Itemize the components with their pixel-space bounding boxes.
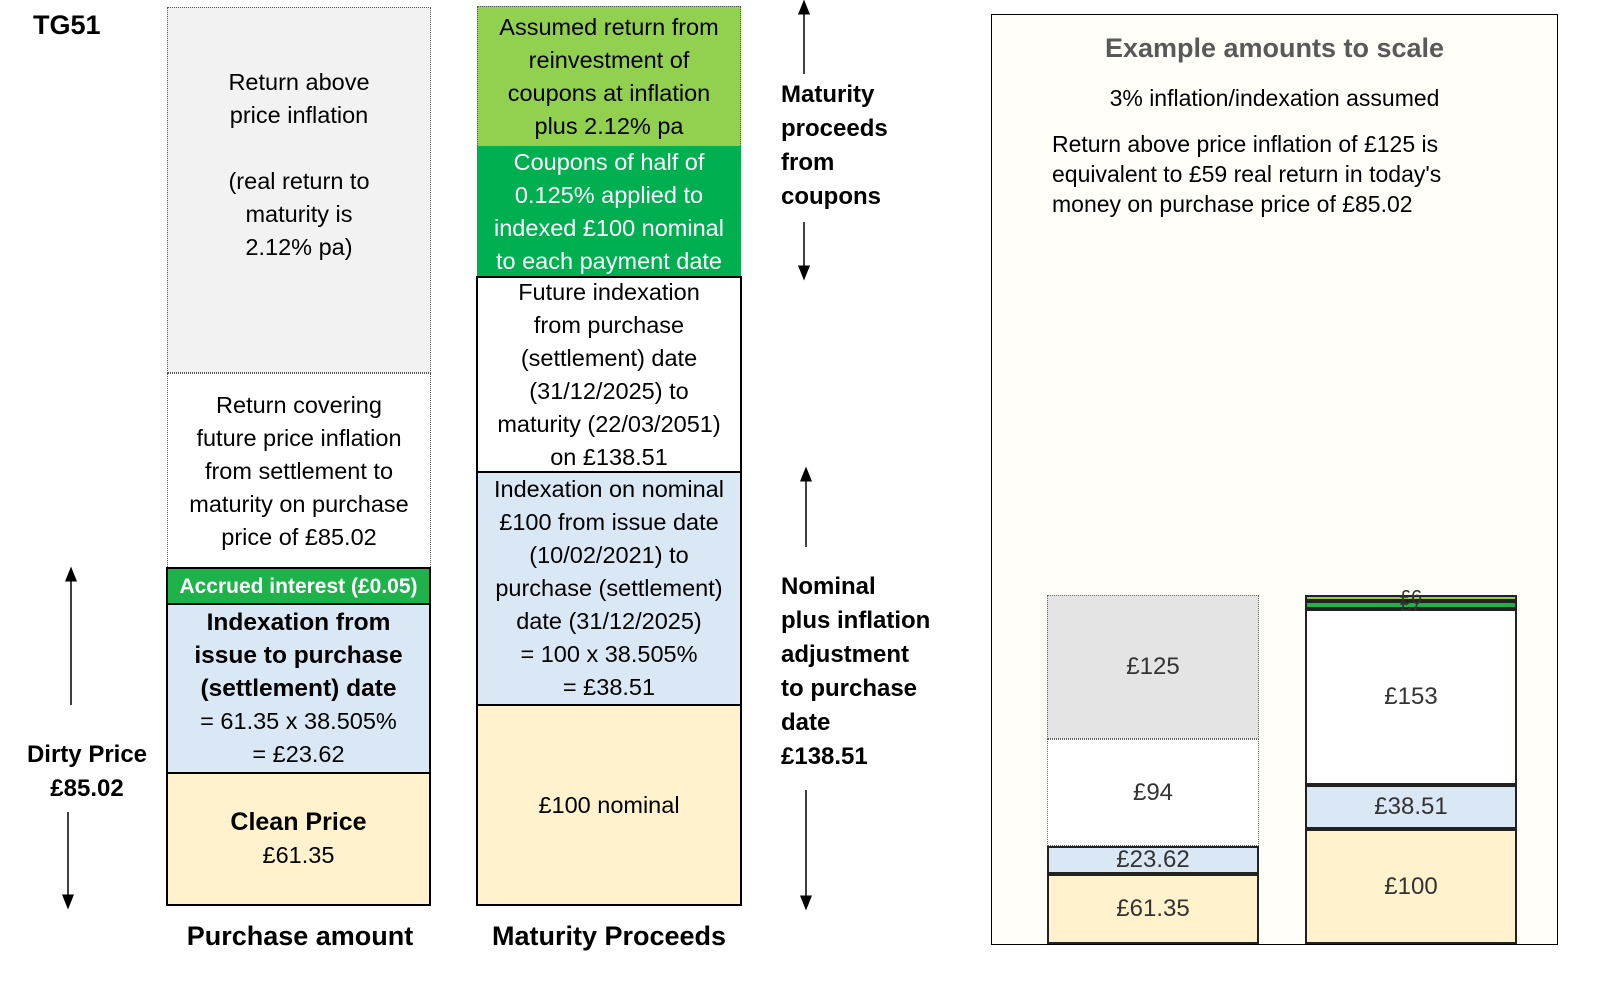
reinvestment-block: Assumed return from reinvestment of coup… [477, 6, 741, 146]
future-inflation-block: Return covering future price inflation f… [167, 373, 431, 569]
future-indexation-block: Future indexation from purchase (settlem… [476, 276, 742, 473]
left-scale-bar: £61.35 £23.62 £94 £125 [1047, 595, 1259, 944]
purchase-amount-title: Purchase amount [186, 921, 414, 951]
right-bar-segment-label-0: £100 [1384, 872, 1438, 900]
indexation-purchase-calc: = 61.35 x 38.505% = £23.62 [200, 708, 397, 767]
clean-price-block: Clean Price £61.35 [166, 772, 431, 906]
left-bar-segment-0: £61.35 [1047, 873, 1259, 944]
maturity-from-coupons-label: Maturity proceeds from coupons [781, 81, 888, 210]
left-bar-segment-3: £125 [1047, 595, 1259, 739]
right-bar-segment-2: £153 [1305, 609, 1517, 786]
right-bar-segment-4: £6 [1305, 587, 1517, 609]
scale-panel-title: Example amounts to scale [1104, 33, 1445, 63]
scale-panel: Example amounts to scale 3% inflation/in… [991, 14, 1558, 945]
right-bar-segment-label-2: £153 [1384, 683, 1438, 711]
right-bar-segment-0: £100 [1305, 829, 1517, 944]
nominal-block: £100 nominal [476, 704, 742, 906]
accrued-interest-block: Accrued interest (£0.05) [166, 567, 431, 605]
scale-panel-subtitle: 3% inflation/indexation assumed [1109, 85, 1440, 111]
dirty-price-label: Dirty Price £85.02 [26, 741, 148, 802]
real-return-block: Return above price inflation (real retur… [167, 7, 431, 373]
past-indexation-block: Indexation on nominal £100 from issue da… [476, 471, 742, 706]
right-bar-segment-1: £38.51 [1305, 785, 1517, 830]
right-scale-bar: £100£38.51£153£7£6 [1305, 587, 1517, 944]
left-bar-segment-1: £23.62 [1047, 846, 1259, 874]
left-bar-segment-label-2: £94 [1132, 778, 1174, 806]
clean-price-value: £61.35 [262, 842, 335, 868]
left-bar-segment-label-1: £23.62 [1116, 846, 1190, 874]
right-bar-segment-label-1: £38.51 [1374, 793, 1448, 821]
page-code: TG51 [33, 10, 101, 40]
left-bar-segment-label-0: £61.35 [1116, 894, 1190, 922]
scale-panel-note: Return above price inflation of £125 is … [1052, 131, 1442, 217]
clean-price-heading: Clean Price [230, 808, 367, 836]
left-bar-segment-2: £94 [1047, 738, 1259, 847]
left-bar-segment-label-3: £125 [1126, 652, 1180, 680]
right-bar-segment-label-4: £6 [1399, 586, 1423, 609]
indexation-purchase-block: Indexation from issue to purchase (settl… [166, 603, 431, 774]
maturity-proceeds-title: Maturity Proceeds [491, 921, 727, 951]
nominal-plus-inflation-label: Nominal plus inflation adjustment to pur… [781, 573, 931, 770]
coupons-block: Coupons of half of 0.125% applied to ind… [477, 146, 741, 277]
indexation-purchase-heading: Indexation from issue to purchase (settl… [194, 609, 403, 702]
